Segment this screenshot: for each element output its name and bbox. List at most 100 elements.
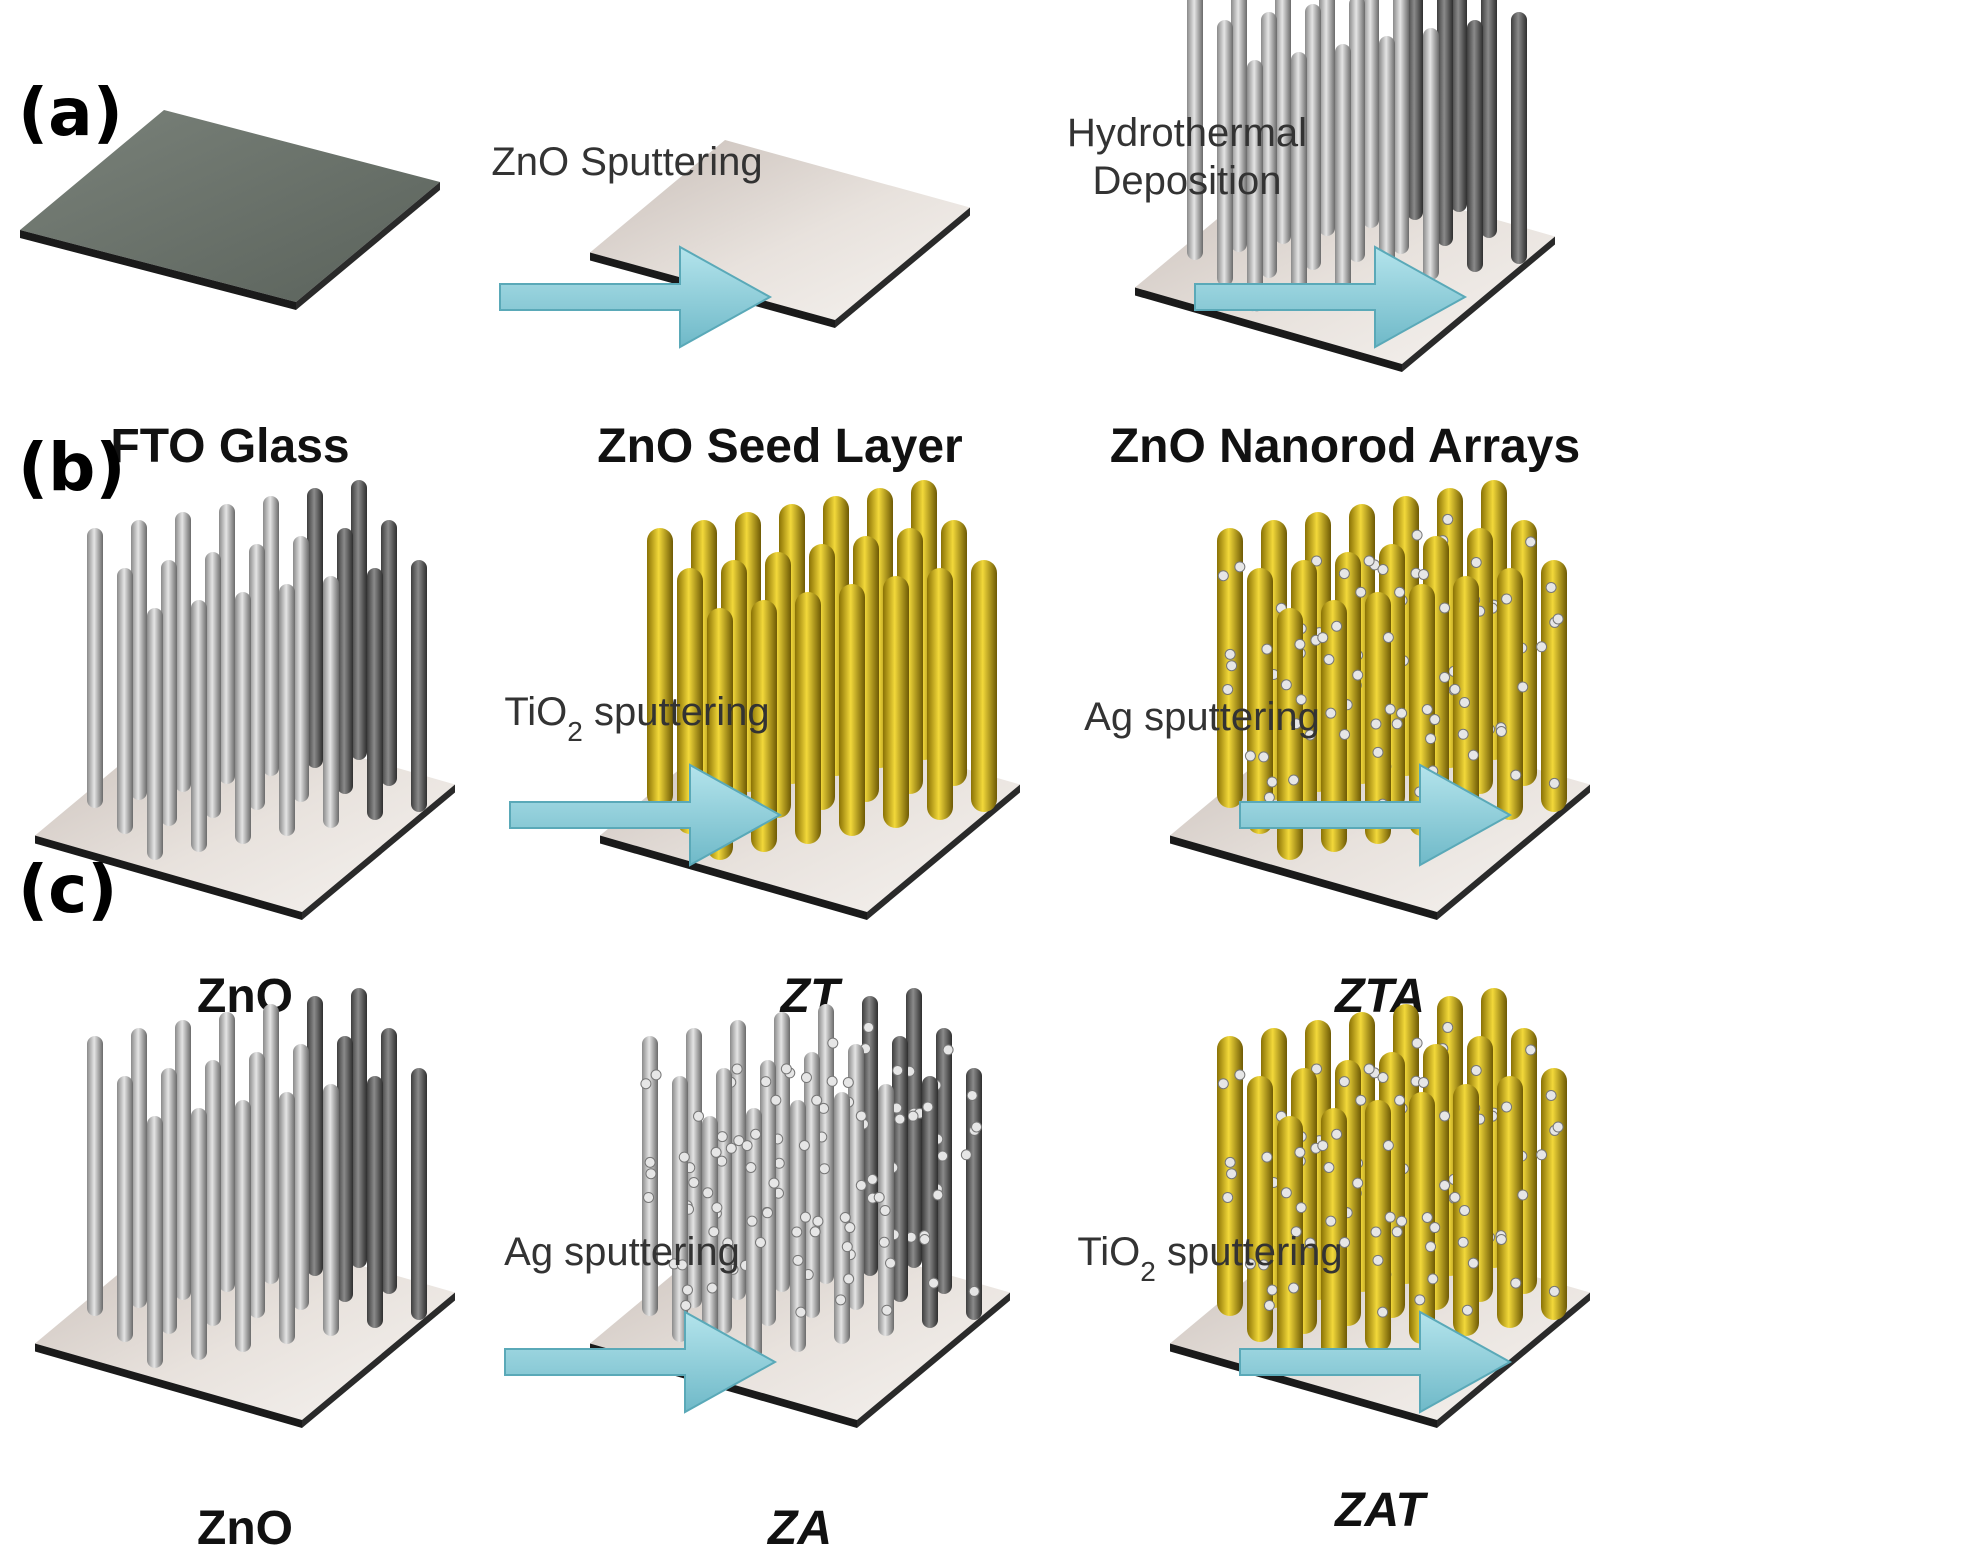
stage-glass xyxy=(20,110,440,310)
nanorod xyxy=(927,568,953,820)
ag-nanoparticle xyxy=(1363,555,1375,567)
nanorod xyxy=(1261,12,1277,278)
nanorod xyxy=(87,528,103,808)
nanorod xyxy=(1319,0,1335,236)
stage-zno xyxy=(1135,0,1555,372)
step-label: Ag sputtering xyxy=(1084,695,1320,739)
ag-nanoparticle xyxy=(795,1306,807,1318)
process-arrow xyxy=(1239,1310,1513,1414)
ag-nanoparticle xyxy=(1263,791,1275,803)
panel-label: (c) xyxy=(18,851,117,928)
ag-nanoparticle xyxy=(873,1191,885,1203)
ag-nanoparticle xyxy=(750,1128,762,1140)
ag-nanoparticle xyxy=(932,1189,944,1201)
ag-nanoparticle xyxy=(1244,1258,1256,1270)
ag-nanoparticle xyxy=(733,1135,745,1147)
sample-caption: ZnO xyxy=(197,1502,293,1555)
ag-nanoparticle xyxy=(1457,1236,1469,1248)
ag-nanoparticle xyxy=(1439,602,1451,614)
ag-nanoparticle xyxy=(894,1113,906,1125)
ag-nanoparticle xyxy=(762,1207,774,1219)
stage-zat xyxy=(1170,988,1590,1428)
ag-nanoparticle xyxy=(1339,1236,1351,1248)
nanorod xyxy=(1379,36,1395,288)
ag-nanoparticle xyxy=(1418,1076,1430,1088)
ag-nanoparticle xyxy=(1467,1257,1479,1269)
ag-nanoparticle xyxy=(1266,776,1278,788)
nanorod xyxy=(337,1036,353,1302)
nanorod xyxy=(1187,0,1203,260)
ag-nanoparticle xyxy=(1545,1089,1557,1101)
nanorod xyxy=(1497,568,1523,820)
ag-nanoparticle xyxy=(1363,1063,1375,1075)
ag-nanoparticle xyxy=(812,1215,824,1227)
ag-nanoparticle xyxy=(1355,1094,1367,1106)
ag-nanoparticle xyxy=(1442,1021,1454,1033)
nanorod xyxy=(1231,0,1247,252)
ag-nanoparticle xyxy=(768,1177,780,1189)
nanorod-array xyxy=(87,480,427,860)
nanorod xyxy=(647,528,673,808)
nanorod xyxy=(147,608,163,860)
ag-nanoparticle xyxy=(919,1234,931,1246)
nanorod xyxy=(381,520,397,786)
nanorod xyxy=(702,1116,718,1368)
ag-nanoparticle xyxy=(1442,513,1454,525)
ag-nanoparticle xyxy=(1396,1215,1408,1227)
nanorod xyxy=(367,1076,383,1328)
ag-nanoparticle xyxy=(1294,1146,1306,1158)
ag-nanoparticle xyxy=(1510,1277,1522,1289)
sample-caption: ZAT xyxy=(1333,1484,1428,1537)
ag-nanoparticle xyxy=(1266,1284,1278,1296)
ag-nanoparticle xyxy=(770,1094,782,1106)
nanorod-array xyxy=(1217,988,1567,1368)
nanorod xyxy=(351,988,367,1268)
fto-glass-plate xyxy=(20,110,440,310)
step-label: Ag sputtering xyxy=(504,1230,740,1274)
nanorod xyxy=(367,568,383,820)
ag-nanoparticle xyxy=(879,1204,891,1216)
sample-caption: ZnO Seed Layer xyxy=(597,420,962,473)
ag-nanoparticle xyxy=(881,1304,893,1316)
ag-nanoparticle xyxy=(1226,660,1238,672)
nanorod xyxy=(1481,0,1497,238)
ag-nanoparticle xyxy=(1394,586,1406,598)
nanorod xyxy=(175,512,191,792)
ag-nanoparticle xyxy=(1429,714,1441,726)
nanorod xyxy=(1277,608,1303,860)
panel-label: (a) xyxy=(18,74,123,151)
ag-nanoparticle xyxy=(1224,648,1236,660)
ag-nanoparticle xyxy=(1222,683,1234,695)
ag-nanoparticle xyxy=(1317,1140,1329,1152)
nanorod xyxy=(307,996,323,1276)
ag-nanoparticle xyxy=(644,1156,656,1168)
nanorod xyxy=(1497,1076,1523,1328)
ag-nanoparticle xyxy=(1495,1234,1507,1246)
ag-nanoparticle xyxy=(863,1021,875,1033)
ag-nanoparticle xyxy=(809,1226,821,1238)
ag-nanoparticle xyxy=(1370,718,1382,730)
ag-nanoparticle xyxy=(937,1150,949,1162)
ag-nanoparticle xyxy=(928,1277,940,1289)
nanorod xyxy=(263,496,279,776)
ag-nanoparticle xyxy=(1288,774,1300,786)
ag-nanoparticle xyxy=(966,1089,978,1101)
nanorod xyxy=(1247,568,1273,834)
ag-nanoparticle xyxy=(1311,555,1323,567)
nanorod-array xyxy=(1187,0,1527,312)
nanorod xyxy=(774,1012,790,1292)
stage-zno xyxy=(35,480,455,920)
ag-nanoparticle xyxy=(866,1173,878,1185)
ag-nanoparticle xyxy=(1261,1151,1273,1163)
ag-nanoparticle xyxy=(760,1076,772,1088)
nanorod xyxy=(1407,0,1423,220)
nanorod-array xyxy=(1217,480,1567,860)
ag-nanoparticle xyxy=(1384,703,1396,715)
ag-nanoparticle xyxy=(1355,586,1367,598)
ag-nanoparticle xyxy=(1261,643,1273,655)
nanorod xyxy=(191,1108,207,1360)
ag-nanoparticle xyxy=(942,1044,954,1056)
nanorod xyxy=(175,1020,191,1300)
ag-nanoparticle xyxy=(1338,1076,1350,1088)
ag-nanoparticle xyxy=(791,1226,803,1238)
